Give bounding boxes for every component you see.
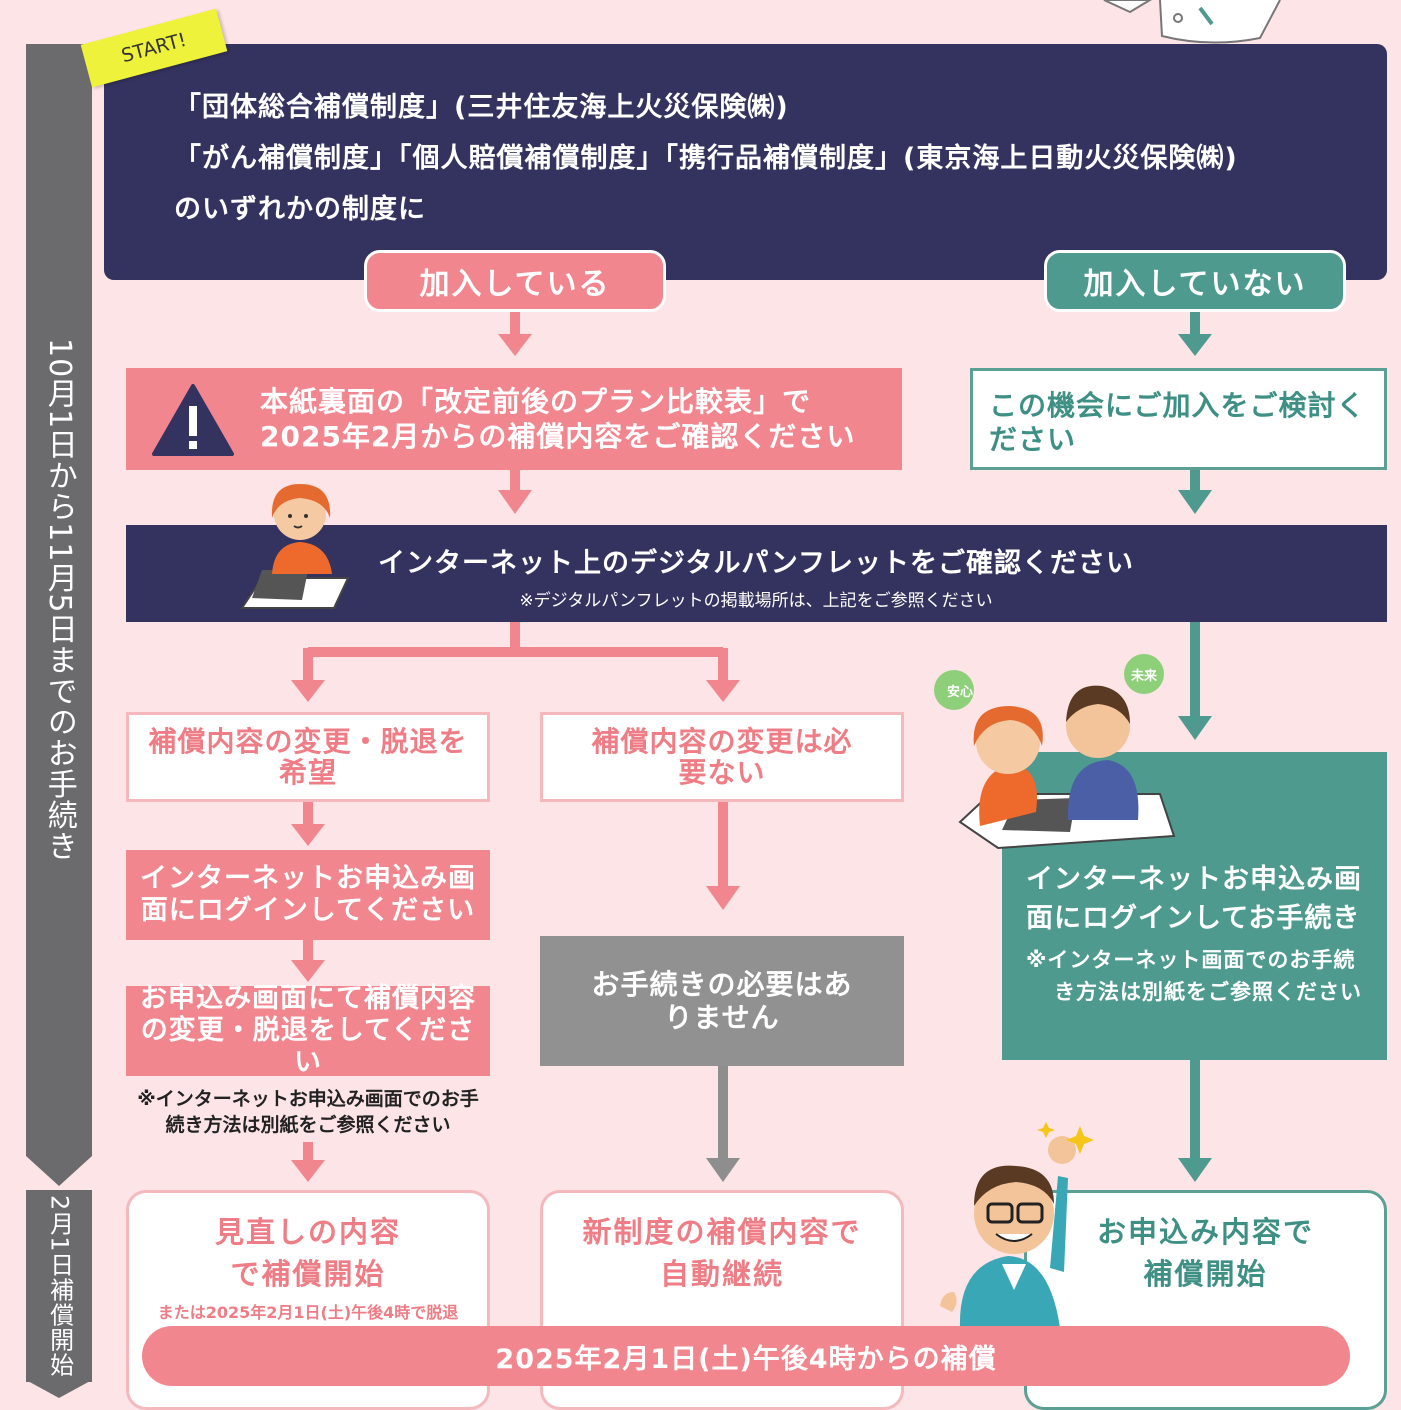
consider-text: この機会にご加入をご検討ください bbox=[989, 389, 1366, 456]
bottom-banner: 2025年2月1日(土)午後4時からの補償 bbox=[142, 1326, 1350, 1386]
timeline-start-label: 2月1日補償開始 bbox=[45, 1194, 74, 1378]
couple-laptop-illustration bbox=[934, 654, 1176, 850]
consider-box: この機会にご加入をご検討ください bbox=[970, 368, 1387, 470]
notice-box: 本紙裏面の「改定前後のプラン比較表」で 2025年2月からの補償内容をご確認くだ… bbox=[126, 368, 902, 470]
result-auto-text: 新制度の補償内容で自動継続 bbox=[582, 1215, 862, 1291]
change-apply-text: お申込み画面にて補償内容の変更・脱退をしてください bbox=[140, 983, 476, 1078]
doctor-illustration-fragment bbox=[1103, 0, 1281, 44]
result-review-title: 見直しの内容で補償開始 bbox=[215, 1215, 402, 1291]
green-login-note: ※インターネット画面でのお手続き方法は別紙をご参照ください bbox=[1026, 948, 1362, 1004]
warning-icon bbox=[152, 384, 234, 456]
branch-no-pill: 加入していない bbox=[1044, 250, 1346, 312]
change-wish-text: 補償内容の変更・脱退を希望 bbox=[148, 725, 468, 789]
result-new-text: お申込み内容で補償開始 bbox=[1097, 1215, 1315, 1291]
header-line-3: のいずれかの制度に bbox=[174, 194, 426, 225]
cheering-man-illustration bbox=[940, 1122, 1094, 1328]
result-review-sub: または2025年2月1日(土)午後4時で脱退 bbox=[157, 1303, 459, 1322]
change-wish-box: 補償内容の変更・脱退を希望 bbox=[126, 712, 490, 802]
change-login-text: インターネットお申込み画面にログインしてください bbox=[140, 863, 476, 926]
branch-yes-pill: 加入している bbox=[364, 250, 666, 312]
green-login-title: インターネットお申込み画面にログインしてお手続き bbox=[1026, 864, 1362, 934]
digital-title: インターネット上のデジタルパンフレットをご確認ください bbox=[378, 548, 1134, 579]
timeline-period-label: 10月1日から11月5日までのお手続き bbox=[41, 338, 77, 862]
woman-laptop-illustration bbox=[240, 484, 350, 609]
branch-no-label: 加入していない bbox=[1083, 267, 1307, 302]
digital-pamphlet-banner: インターネット上のデジタルパンフレットをご確認ください ※デジタルパンフレットの… bbox=[126, 525, 1387, 622]
header-line-1: 「団体総合補償制度」(三井住友海上火災保険㈱) bbox=[174, 92, 789, 123]
digital-note: ※デジタルパンフレットの掲載場所は、上記をご参照ください bbox=[519, 591, 993, 611]
start-tag-label: START! bbox=[119, 28, 189, 68]
change-note-text: ※インターネットお申込み画面でのお手続き方法は別紙をご参照ください bbox=[137, 1088, 479, 1136]
change-note: ※インターネットお申込み画面でのお手続き方法は別紙をご参照ください bbox=[116, 1084, 500, 1140]
header-box: 「団体総合補償制度」(三井住友海上火災保険㈱) 「がん補償制度」「個人賠償補償制… bbox=[104, 44, 1387, 280]
no-change-text: 補償内容の変更は必要ない bbox=[591, 725, 853, 789]
mirai-bubble-label: 未来 bbox=[1130, 668, 1157, 684]
timeline-start-bar: 2月1日補償開始 bbox=[26, 1190, 92, 1382]
no-procedure-text: お手続きの必要はありません bbox=[591, 968, 853, 1034]
no-change-box: 補償内容の変更は必要ない bbox=[540, 712, 904, 802]
timeline-period-bar: 10月1日から11月5日までのお手続き bbox=[26, 44, 92, 1156]
notice-line-1: 本紙裏面の「改定前後のプラン比較表」で bbox=[260, 385, 812, 418]
notice-line-2: 2025年2月からの補償内容をご確認ください bbox=[260, 420, 856, 453]
change-login-box: インターネットお申込み画面にログインしてください bbox=[126, 850, 490, 940]
anshin-bubble-label: 安心 bbox=[946, 684, 973, 700]
header-line-2: 「がん補償制度」「個人賠償補償制度」「携行品補償制度」(東京海上日動火災保険㈱) bbox=[174, 143, 1238, 174]
branch-yes-label: 加入している bbox=[419, 267, 611, 302]
change-apply-box: お申込み画面にて補償内容の変更・脱退をしてください bbox=[126, 983, 490, 1078]
bottom-banner-text: 2025年2月1日(土)午後4時からの補償 bbox=[495, 1343, 997, 1375]
no-procedure-box: お手続きの必要はありません bbox=[540, 936, 904, 1066]
